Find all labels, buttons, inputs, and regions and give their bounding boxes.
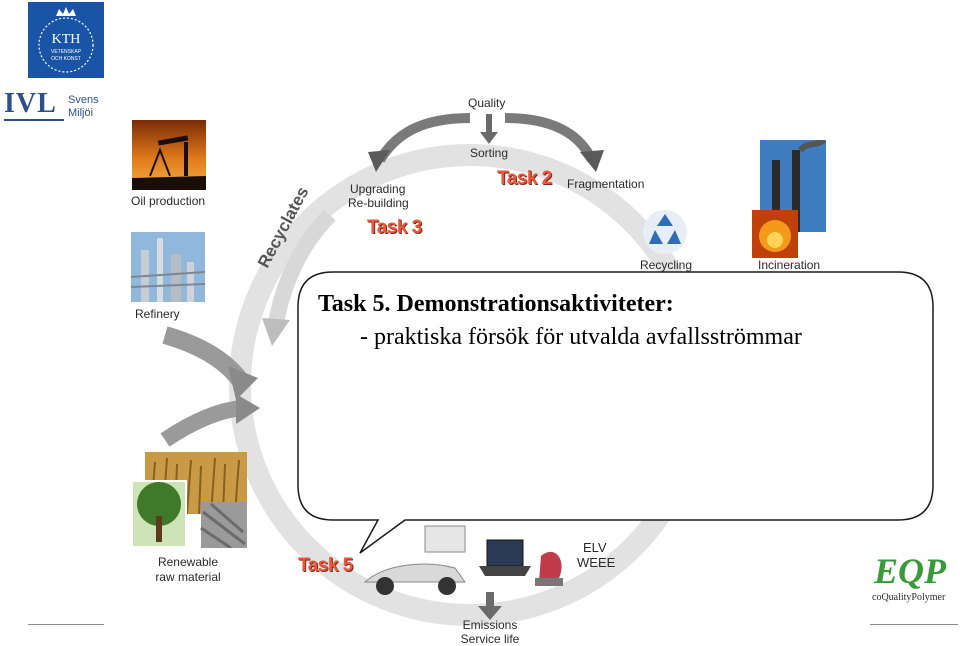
elv-label: ELV <box>583 540 607 555</box>
footer-line-right <box>870 624 958 625</box>
renewable-raw-material-image <box>131 452 247 548</box>
task5-label: Task 5 <box>298 555 353 576</box>
refinery-image <box>131 232 205 302</box>
recycling-label: Recycling <box>640 258 693 272</box>
service-life-label: Service life <box>460 632 520 646</box>
kth-crown-icon <box>38 7 94 73</box>
kth-initials: KTH <box>51 32 81 47</box>
eqp-logo: EQP coQualityPolymer <box>872 550 960 610</box>
footer-line-left <box>28 624 104 625</box>
ivl-underline <box>4 119 64 121</box>
callout-title: Task 5. Demonstrationsaktiviteter: <box>318 291 674 317</box>
emissions-label: Emissions <box>462 618 518 632</box>
incineration-label: Incineration <box>758 258 821 272</box>
ivl-name-line1: Svens <box>68 94 99 106</box>
task3-label: Task 3 <box>367 217 422 238</box>
upgrading-label-line1: Upgrading <box>350 182 406 196</box>
products-image <box>363 525 563 595</box>
ivl-name-line2: Miljöi <box>68 107 94 119</box>
weee-label: WEEE <box>577 555 616 570</box>
recycling-icon <box>643 210 687 254</box>
quality-label: Quality <box>468 96 506 110</box>
ivl-logo: IVL Svens Miljöi <box>4 88 108 124</box>
fragmentation-label: Fragmentation <box>567 177 645 191</box>
eqp-name: coQualityPolymer <box>872 592 946 603</box>
kth-motto-line2: OCH KONST <box>51 56 81 62</box>
oil-production-image <box>132 120 206 190</box>
oil-production-label: Oil production <box>131 194 206 208</box>
callout-bullet: - praktiska försök för utvalda avfallsst… <box>360 324 802 350</box>
renewable-label-line1: Renewable <box>157 555 219 569</box>
upgrading-label-line2: Re-building <box>348 196 409 210</box>
eqp-letters: EQP <box>874 551 946 591</box>
refinery-label: Refinery <box>135 307 180 321</box>
incineration-image <box>752 140 826 258</box>
renewable-label-line2: raw material <box>155 570 221 584</box>
kth-logo: KTH VETENSKAP OCH KONST <box>28 2 104 78</box>
sorting-label: Sorting <box>470 146 509 160</box>
kth-motto-line1: VETENSKAP <box>50 49 81 55</box>
ivl-initials: IVL <box>4 88 57 119</box>
task2-label: Task 2 <box>497 168 552 189</box>
